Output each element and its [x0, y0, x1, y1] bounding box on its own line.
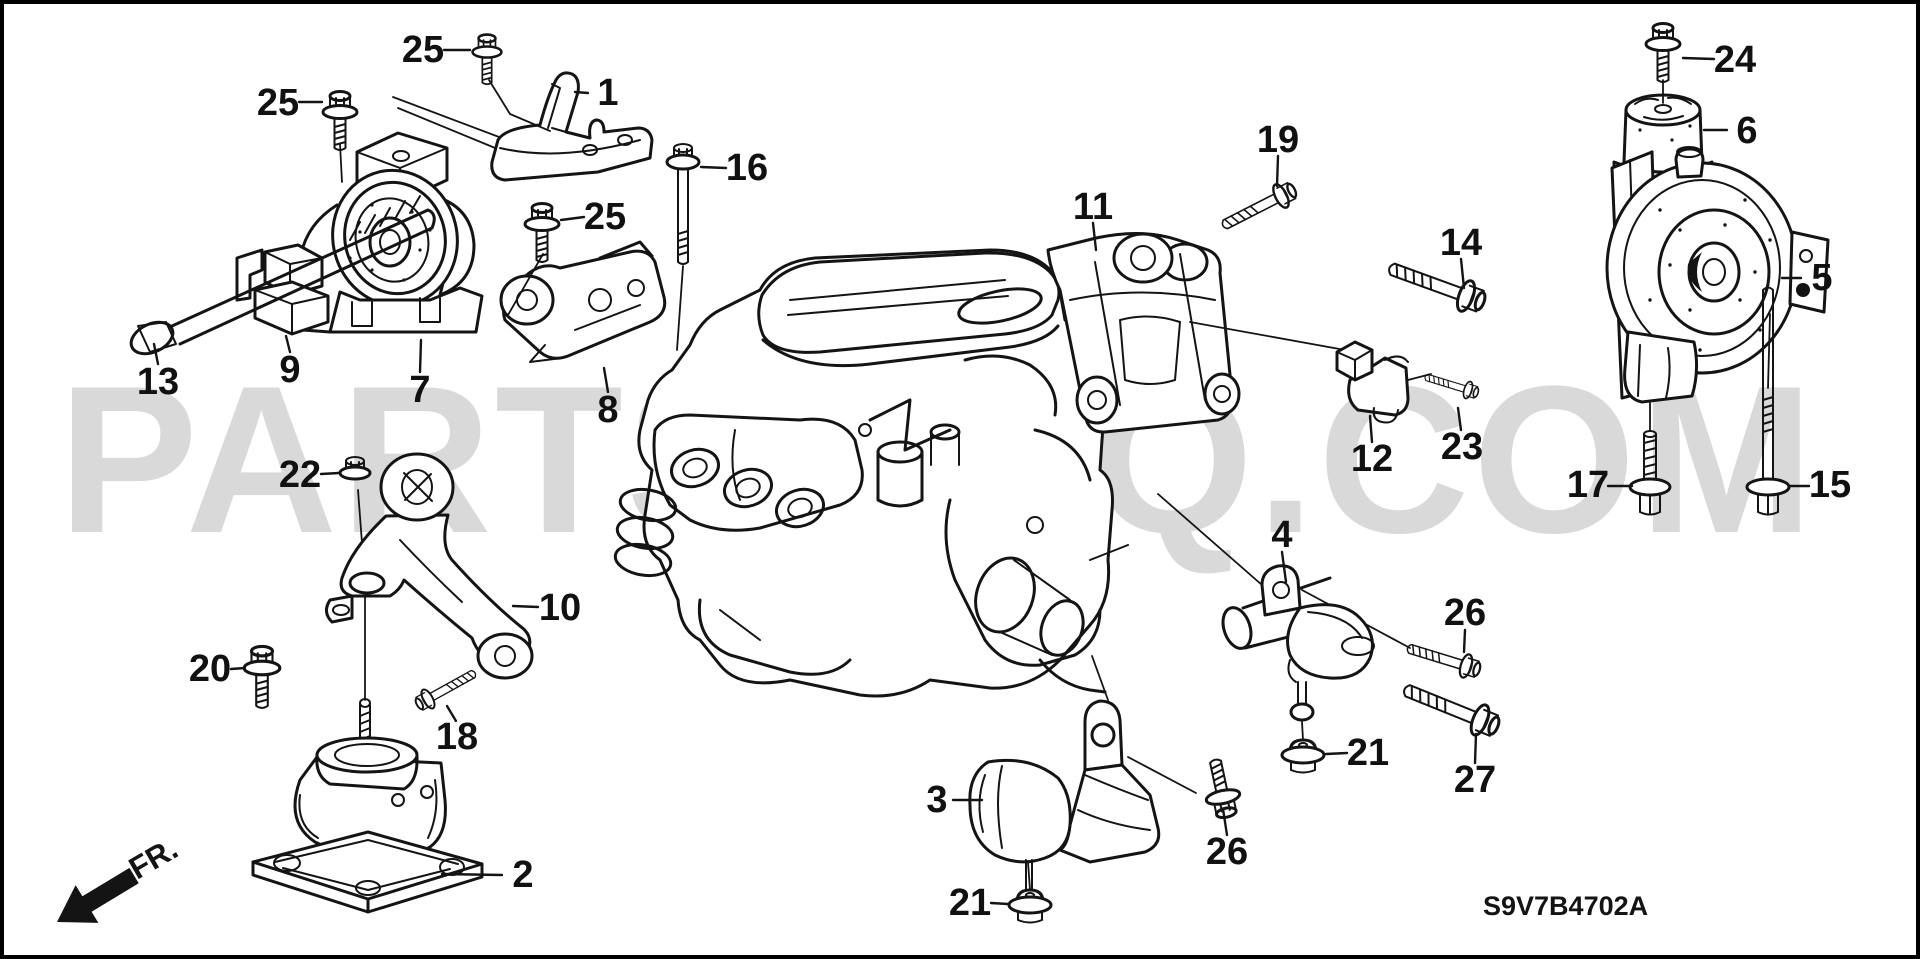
part-callout-10[interactable]: 10	[539, 587, 581, 629]
part-callout-5[interactable]: 5	[1811, 257, 1832, 299]
part-callout-13[interactable]: 13	[137, 361, 179, 403]
callout-leader-12	[1368, 414, 1374, 444]
callout-leader-1	[573, 90, 590, 95]
callout-leader-2	[440, 872, 504, 877]
callout-leader-7	[418, 338, 423, 374]
engine-line-art	[613, 248, 1129, 698]
bolt-25a-line	[488, 79, 551, 132]
callout-leader-21	[1324, 751, 1349, 756]
part-10-arm-art	[325, 452, 534, 701]
part-11-bracket-art	[1046, 232, 1346, 434]
callout-leader-24	[1681, 56, 1716, 61]
part-3-mount-art	[968, 655, 1197, 894]
part-12-bracket-art	[1335, 340, 1432, 424]
bolt-25c-art	[523, 202, 561, 264]
part-callout-4[interactable]: 4	[1271, 514, 1292, 556]
part-callout-22[interactable]: 22	[279, 454, 321, 496]
callout-leader-16	[699, 165, 728, 170]
bolt-15-art	[1745, 286, 1791, 516]
callout-leader-21	[989, 901, 1010, 906]
part-callout-21[interactable]: 21	[1347, 732, 1389, 774]
bolt-24-art	[1644, 22, 1682, 84]
part-callout-20[interactable]: 20	[189, 648, 231, 690]
callout-leader-8	[602, 366, 610, 394]
bolt-25a-art	[471, 33, 503, 86]
part-4-bracket-art	[1157, 493, 1411, 722]
bolt-25b-art	[321, 90, 359, 152]
callout-leader-20	[229, 666, 247, 671]
part-callout-25[interactable]: 25	[257, 82, 299, 124]
part-callout-2[interactable]: 2	[512, 854, 533, 896]
bolt-26b-art	[1402, 635, 1485, 683]
callout-leader-19	[1275, 154, 1280, 188]
part-callout-18[interactable]: 18	[436, 716, 478, 758]
callout-leader-14	[1459, 257, 1466, 290]
part-callout-1[interactable]: 1	[597, 72, 618, 114]
bolt-16-art	[665, 143, 701, 351]
part-callout-19[interactable]: 19	[1257, 119, 1299, 161]
callout-leader-22	[319, 471, 341, 476]
callout-leader-9	[284, 334, 292, 354]
part-callout-16[interactable]: 16	[726, 147, 768, 189]
part-callout-8[interactable]: 8	[597, 389, 618, 431]
part-callout-25[interactable]: 25	[584, 196, 626, 238]
part-callout-15[interactable]: 15	[1809, 464, 1851, 506]
push-nut-21a-art	[1007, 888, 1053, 924]
callout-leader-10	[511, 604, 540, 609]
bolt-27-art	[1396, 673, 1506, 744]
callout-leader-11	[1091, 221, 1098, 252]
part-callout-17[interactable]: 17	[1567, 464, 1609, 506]
part-callout-26[interactable]: 26	[1206, 831, 1248, 873]
part-callout-27[interactable]: 27	[1454, 759, 1496, 801]
part-callout-21[interactable]: 21	[949, 882, 991, 924]
callout-leader-25	[559, 215, 586, 222]
front-direction-arrow: FR.	[57, 831, 184, 923]
part-callout-9[interactable]: 9	[279, 349, 300, 391]
part-callout-25[interactable]: 25	[402, 29, 444, 71]
part-7-mount-art	[298, 131, 484, 334]
callout-leader-13	[152, 342, 160, 366]
part-5-mount-art	[1605, 146, 1830, 431]
part-callout-14[interactable]: 14	[1440, 222, 1482, 264]
callout-leader-26	[1462, 628, 1467, 654]
part-callout-12[interactable]: 12	[1351, 438, 1393, 480]
part-8-bracket-art	[499, 240, 667, 363]
bolt-25b-line	[339, 143, 343, 183]
push-nut-21b-art	[1280, 738, 1326, 774]
part-9-stopper-art	[235, 243, 330, 336]
callout-leader-27	[1473, 732, 1478, 765]
part-callout-24[interactable]: 24	[1714, 39, 1756, 81]
bolt-26a-art	[1196, 754, 1246, 823]
diagram-code: S9V7B4702A	[1483, 891, 1648, 921]
part-callout-7[interactable]: 7	[409, 369, 430, 411]
part-2-mount-art	[251, 698, 484, 914]
bolt-20-art	[242, 644, 282, 710]
callout-leader-23	[1456, 406, 1463, 432]
callout-leader-18	[445, 704, 458, 723]
callout-leader-26	[1221, 807, 1229, 837]
part-callout-3[interactable]: 3	[926, 779, 947, 821]
callout-leader-4	[1280, 550, 1288, 584]
part-1-bracket-art	[392, 71, 654, 182]
bolt-19-art	[1215, 176, 1302, 239]
part-callout-26[interactable]: 26	[1444, 592, 1486, 634]
stud-lines	[1027, 721, 1304, 891]
part-callout-23[interactable]: 23	[1441, 426, 1483, 468]
bolt-13-art	[129, 195, 436, 356]
bolt-25c-line	[507, 253, 544, 316]
part-callout-6[interactable]: 6	[1736, 110, 1757, 152]
part-callout-11[interactable]: 11	[1073, 186, 1113, 228]
